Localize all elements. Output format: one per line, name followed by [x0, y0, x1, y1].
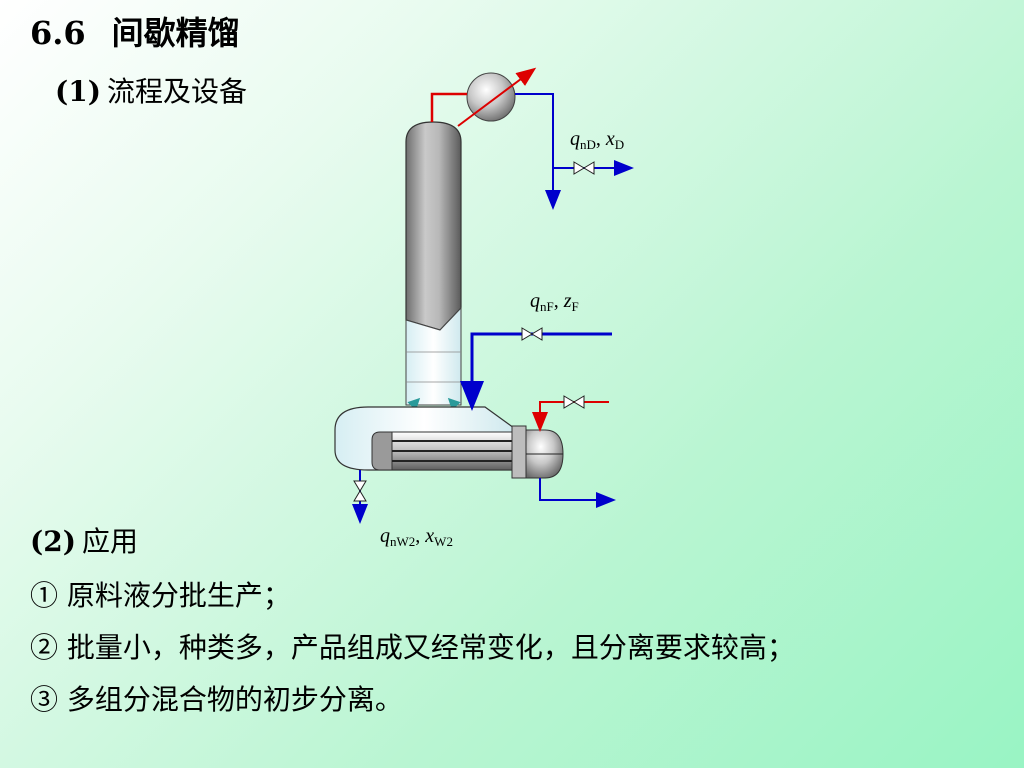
- subsection-title: 流程及设备: [106, 75, 247, 108]
- subsection-number: (1): [55, 75, 101, 108]
- list-marker: ②: [30, 631, 59, 664]
- distillate-line: [515, 93, 634, 210]
- reboiler: [334, 406, 564, 479]
- subsection-application: (2)应用: [30, 520, 138, 560]
- condensate-outlet-line: [539, 478, 616, 508]
- subsection-number: (2): [30, 525, 76, 558]
- feed-label: qnF, zF: [530, 290, 579, 314]
- heating-steam-line: [532, 395, 609, 432]
- bottoms-valve: [353, 480, 367, 502]
- feed-valve: [521, 327, 543, 341]
- list-item: ② 批量小，种类多，产品组成又经常变化，且分离要求较高；: [30, 626, 795, 666]
- list-item: ③ 多组分混合物的初步分离。: [30, 678, 403, 718]
- list-text: 原料液分批生产；: [66, 579, 291, 612]
- vapor-line: [430, 92, 467, 122]
- bottoms-line: [352, 470, 368, 524]
- subsection-process-equipment: (1)流程及设备: [55, 70, 247, 110]
- subsection-title: 应用: [81, 525, 138, 558]
- steam-valve: [563, 395, 585, 409]
- section-number: 6.6: [30, 14, 86, 52]
- list-marker: ③: [30, 683, 59, 716]
- list-item: ① 原料液分批生产；: [30, 574, 291, 614]
- page-title: 6.6 间歇精馏: [30, 8, 240, 54]
- condenser: [457, 67, 537, 127]
- column-lower: [405, 306, 462, 406]
- column-upper: [405, 121, 462, 331]
- distillate-valve: [573, 161, 595, 175]
- list-marker: ①: [30, 579, 59, 612]
- feed-line: [460, 327, 612, 411]
- list-text: 多组分混合物的初步分离。: [66, 683, 403, 716]
- bottoms-label: qnW2, xW2: [380, 525, 453, 549]
- distillate-label: qnD, xD: [570, 128, 624, 152]
- list-text: 批量小，种类多，产品组成又经常变化，且分离要求较高；: [66, 631, 795, 664]
- section-title: 间歇精馏: [111, 14, 240, 52]
